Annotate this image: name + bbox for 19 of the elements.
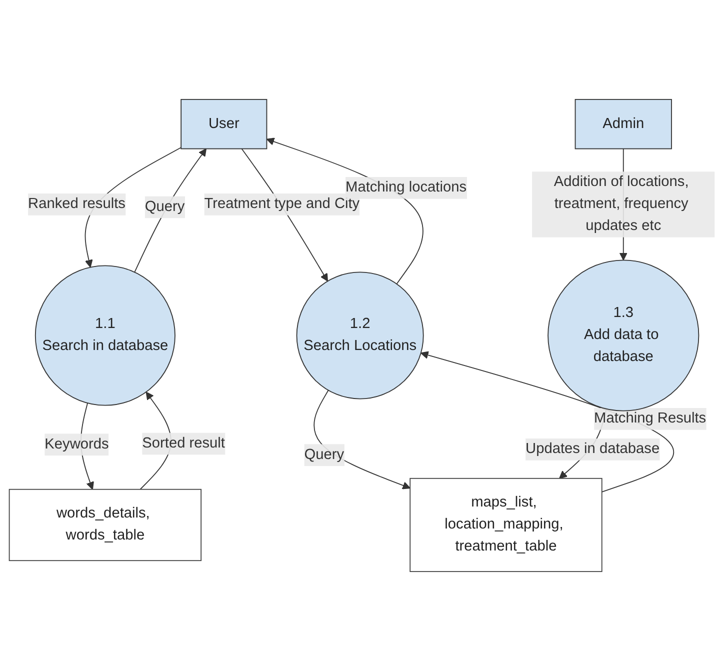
node-box: maps_list, location_mapping, treatment_table: [410, 478, 602, 572]
edge-label: Matching Results: [594, 410, 706, 426]
arrow: [134, 148, 207, 273]
edge-label: Keywords: [44, 436, 109, 452]
edge-label: Updates in database: [526, 441, 660, 457]
arrow: [420, 351, 674, 492]
edge-label: Ranked results: [28, 196, 126, 212]
node-box: Admin: [574, 98, 672, 150]
node-circle: 1.2 Search Locations: [296, 272, 424, 400]
node-box: words_details, words_table: [8, 488, 202, 562]
node-circle: 1.3 Add data to database: [548, 260, 700, 412]
edge-label: Query: [304, 446, 344, 462]
edge-label: Query: [144, 198, 185, 215]
node-circle: 1.1 Search in database: [34, 265, 176, 406]
node-box: User: [180, 98, 268, 150]
edge-label: Treatment type and City: [204, 196, 360, 212]
edge-label: Addition of locations, treatment, frequency updates etc: [554, 174, 689, 234]
edge-label: Matching locations: [346, 180, 467, 196]
edge-label: Sorted result: [142, 436, 225, 452]
